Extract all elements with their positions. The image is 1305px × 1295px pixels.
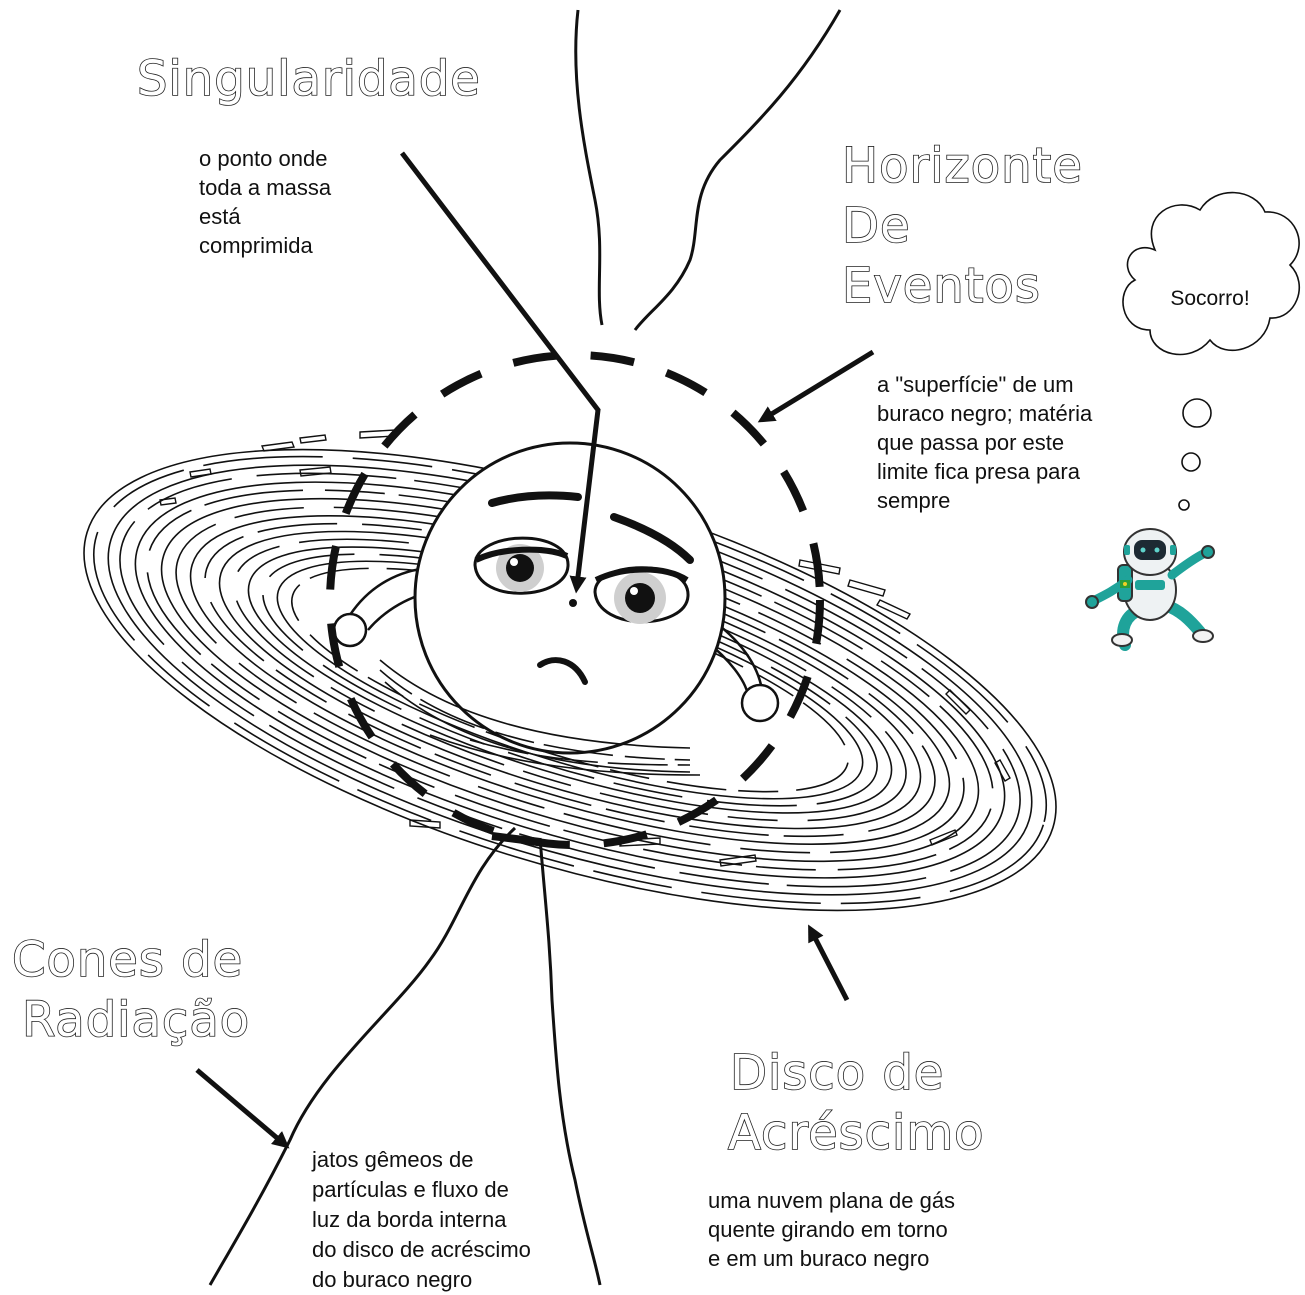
right-eye — [593, 566, 690, 624]
event-horizon-title: Horizonte De Eventos — [841, 137, 1083, 315]
svg-text:Radiação: Radiação — [22, 992, 250, 1048]
svg-text:Acréscimo: Acréscimo — [728, 1105, 984, 1161]
astronaut-robot-icon — [1085, 528, 1215, 651]
speech-bubble-text: Socorro! — [1170, 287, 1249, 310]
event-horizon-ring — [326, 351, 824, 849]
pointer-lines — [195, 151, 875, 1149]
black-hole-character — [332, 441, 780, 755]
svg-text:Eventos: Eventos — [842, 258, 1041, 314]
singularity-point — [569, 599, 577, 607]
accretion-disk-front — [379, 659, 701, 776]
svg-text:Cones de: Cones de — [12, 932, 243, 988]
accretion-disk-title: Disco de Acréscimo — [727, 1044, 984, 1162]
event-horizon-arrow — [757, 349, 875, 423]
singularity-title: Singularidade — [137, 51, 481, 107]
singularity-pointer — [400, 151, 601, 594]
event-horizon-description: a "superfície" de um buraco negro; matér… — [877, 372, 1093, 513]
singularity-description: o ponto onde toda a massa está comprimid… — [199, 146, 332, 258]
accretion-disk-arrow — [808, 924, 850, 1002]
svg-text:Horizonte: Horizonte — [842, 138, 1083, 194]
thought-cloud-icon — [1122, 191, 1301, 511]
accretion-disk-description: uma nuvem plana de gás quente girando em… — [708, 1188, 956, 1271]
radiation-cones-title: Cones de Radiação — [11, 931, 250, 1049]
radiation-cones-arrow — [195, 1068, 290, 1149]
radiation-cones-description: jatos gêmeos de partículas e fluxo de lu… — [312, 1147, 531, 1292]
radiation-jets — [208, 9, 842, 1286]
svg-text:De: De — [842, 198, 911, 254]
left-eye — [473, 536, 570, 595]
svg-text:Disco de: Disco de — [730, 1045, 944, 1101]
disk-fragments — [159, 429, 1011, 867]
